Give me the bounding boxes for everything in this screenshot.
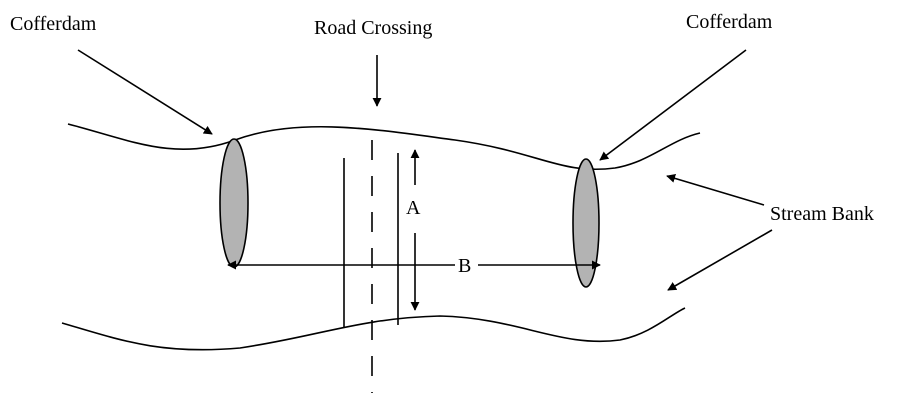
cofferdam-right-label: Cofferdam [686, 11, 773, 33]
upper-stream-bank [67, 123, 701, 171]
cofferdam-right-pointer [599, 49, 747, 161]
cofferdam-left-label: Cofferdam [10, 13, 97, 35]
lower-stream-bank [61, 307, 686, 351]
stream-bank-label: Stream Bank [770, 203, 874, 225]
cofferdam-left-shape [219, 138, 249, 268]
cofferdam-left-pointer [77, 49, 213, 135]
road-crossing-label: Road Crossing [314, 17, 432, 39]
dimension-a-label: A [406, 197, 421, 219]
cofferdam-right-shape [572, 158, 600, 288]
dimension-b-label: B [458, 255, 471, 277]
stream-bank-upper-pointer [666, 174, 765, 206]
stream-bank-lower-pointer [667, 229, 773, 291]
